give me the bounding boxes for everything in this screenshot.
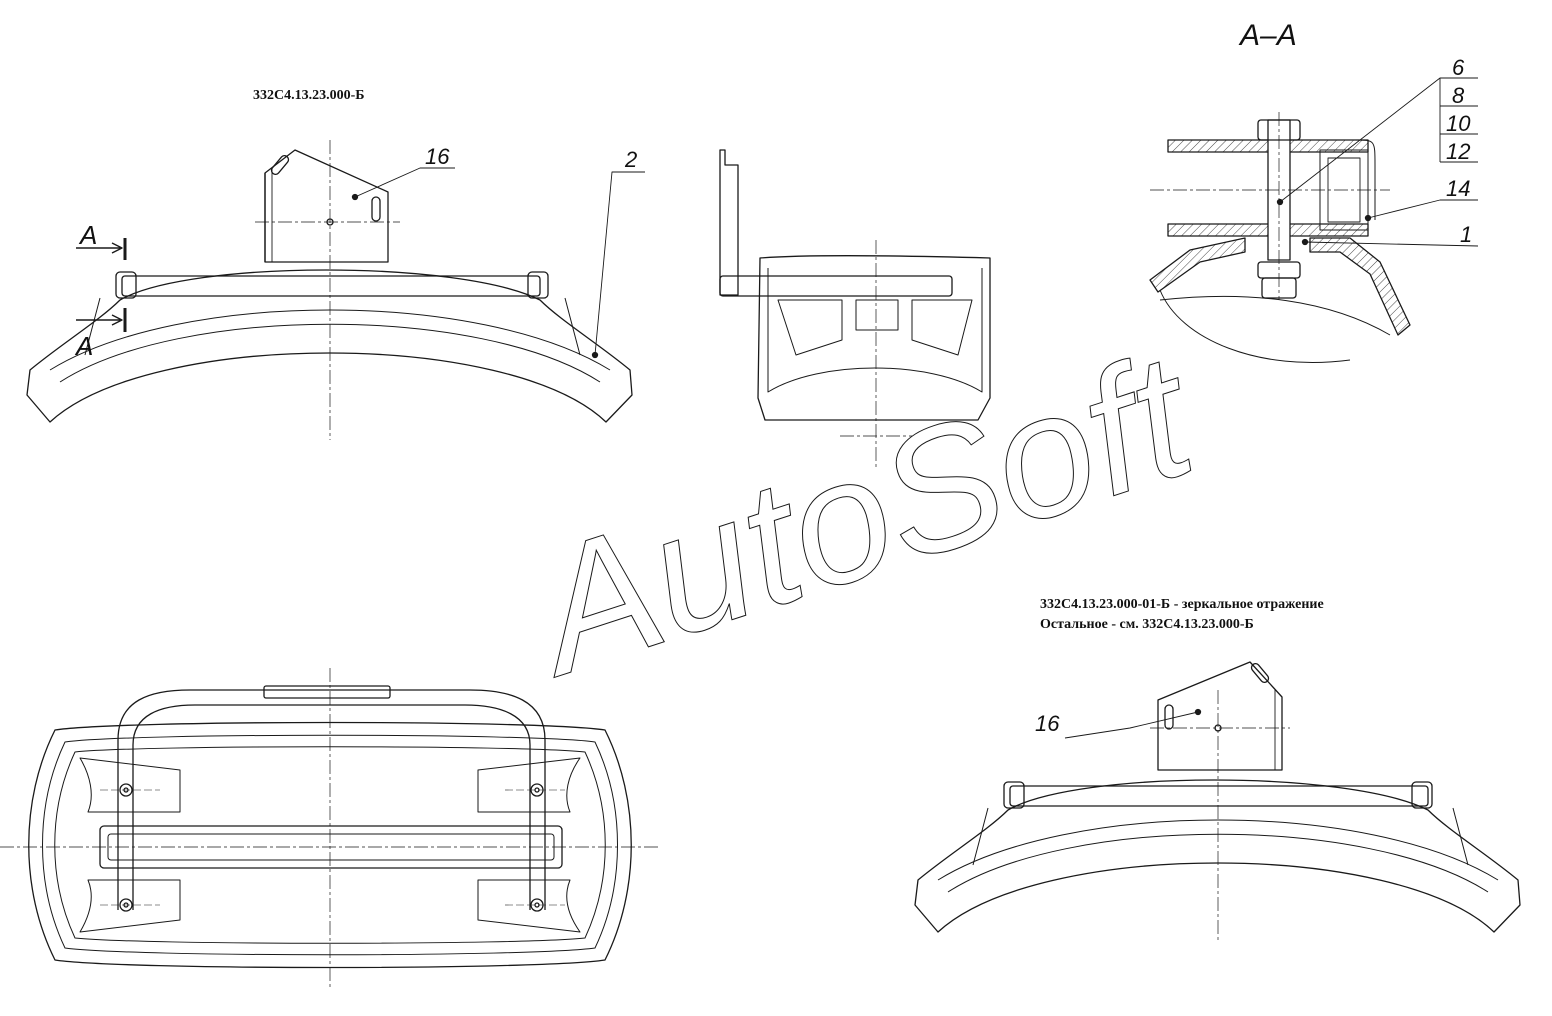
section-marker-lower: A	[74, 331, 93, 361]
callout-8: 8	[1452, 83, 1465, 108]
callout-16-front: 16	[425, 144, 450, 169]
callout-16-mirror: 16	[1035, 711, 1060, 736]
designation-title: 332С4.13.23.000-Б	[253, 88, 365, 103]
callout-14: 14	[1446, 176, 1470, 201]
side-view	[719, 149, 991, 470]
reference-note: Остальное - см. 332С4.13.23.000-Б	[1040, 617, 1254, 632]
callout-12: 12	[1446, 139, 1470, 164]
callout-10: 10	[1446, 111, 1471, 136]
section-a-a	[1149, 77, 1479, 363]
front-view	[26, 140, 645, 440]
callout-1: 1	[1460, 222, 1472, 247]
mirror-note: 332С4.13.23.000-01-Б - зеркальное отраже…	[1040, 597, 1324, 612]
callout-6: 6	[1452, 55, 1465, 80]
section-title: A–A	[1238, 19, 1297, 52]
watermark: AutoSoft	[505, 316, 1218, 714]
mirror-front-view	[914, 661, 1521, 940]
section-marker-upper: A	[78, 220, 97, 250]
plan-view	[0, 668, 660, 990]
callout-2-front: 2	[624, 147, 637, 172]
